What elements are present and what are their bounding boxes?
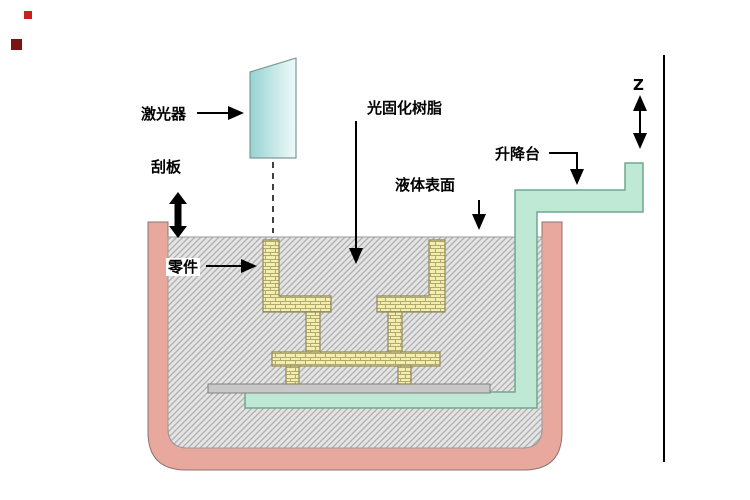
liquid-surface-label: 液体表面 bbox=[395, 176, 456, 194]
liquid-resin bbox=[167, 236, 543, 449]
part-right-tower bbox=[376, 239, 446, 313]
part-base-right-leg bbox=[397, 365, 412, 385]
bullet-square-icon bbox=[11, 39, 22, 50]
part-base-left-leg bbox=[285, 365, 300, 385]
platform-label: 升降台 bbox=[495, 145, 541, 163]
platform-pointer-arrow bbox=[549, 152, 584, 185]
bullet-square-icon bbox=[24, 11, 32, 19]
part-right-support bbox=[387, 311, 403, 353]
printed-part bbox=[262, 239, 446, 385]
part-left-support bbox=[305, 311, 321, 353]
laser-label: 激光器 bbox=[141, 105, 187, 123]
laser-lens bbox=[249, 57, 297, 159]
resin-label: 光固化树脂 bbox=[367, 99, 443, 117]
z-axis-label: Z bbox=[633, 76, 644, 94]
part-base-beam bbox=[271, 351, 441, 367]
scraper-label: 刮板 bbox=[151, 158, 182, 176]
scraper-motion-arrow-icon bbox=[169, 192, 187, 238]
build-plate bbox=[207, 383, 491, 394]
part-left-tower bbox=[262, 239, 332, 313]
part-label: 零件 bbox=[166, 258, 201, 276]
